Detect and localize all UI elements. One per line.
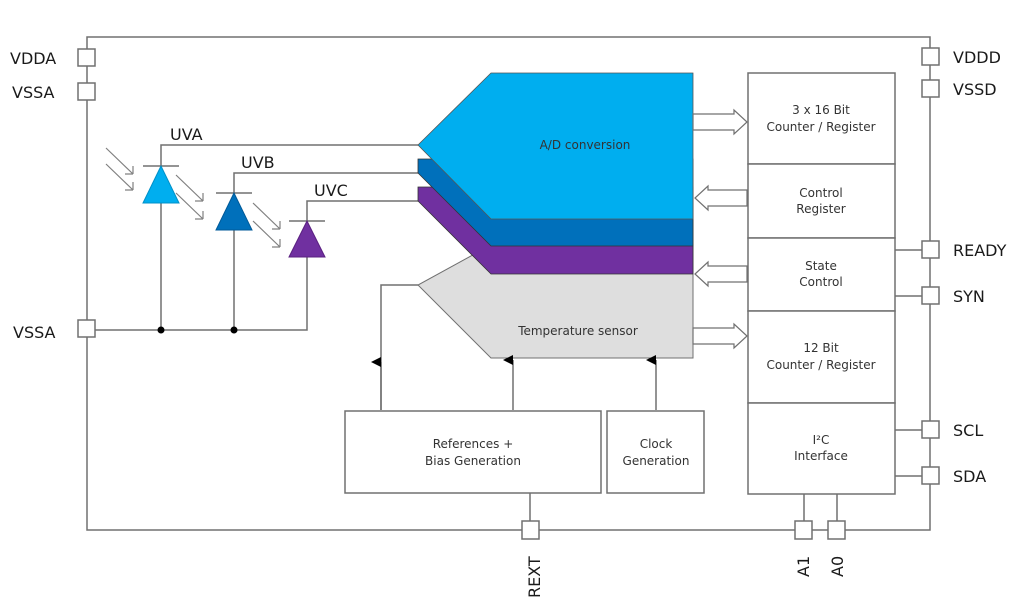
signal-label-uva: UVA [170,125,203,144]
adc-layer-uva [417,72,694,220]
pad-vssa-top [77,82,96,101]
pin-label-vdda: VDDA [10,49,56,68]
junction-dot [230,326,238,334]
bus-arrow-adc-to-counter [692,108,748,136]
pin-label-a1: A1 [794,556,813,577]
i2c-interface-label-1: I²C [813,433,830,447]
pin-label-vssa-top: VSSA [12,83,55,102]
counter-12-block [747,310,896,404]
pad-vssd [921,79,940,98]
pad-ready [921,240,940,259]
pin-label-scl: SCL [953,421,983,440]
wire-temp-ref [380,284,418,410]
pin-label-vddd: VDDD [953,48,1001,67]
state-control-label-1: State [805,259,837,273]
pin-label-rext: REXT [525,556,544,598]
clock-generation-block [606,410,705,494]
pad-vddd [921,47,940,66]
pad-vssa-mid [77,319,96,338]
pad-syn [921,286,940,305]
light-rays-icon [105,147,281,248]
control-register-block [747,163,896,239]
temperature-sensor-label: Temperature sensor [517,324,638,338]
pin-label-ready: READY [953,241,1007,260]
pin-label-vssd: VSSD [953,80,997,99]
wire-uvc [306,200,418,245]
control-register-label-1: Control [799,186,842,200]
photodiode-uva [142,164,180,204]
references-bias-label-1: References + [433,437,514,451]
photodiode-uvb [215,191,253,231]
chip-outline [86,36,931,531]
references-bias-block [344,410,602,494]
clock-generation-label-2: Generation [623,454,690,468]
counter-3x16-label-2: Counter / Register [766,120,875,134]
state-control-label-2: Control [799,275,842,289]
pad-a1 [794,520,813,540]
wire-vssa-bus [95,245,308,331]
pad-rext [521,520,540,540]
wire-uvb [233,172,418,330]
bus-arrow-temp-to-counter [692,322,748,350]
counter-3x16-block [747,72,896,165]
i2c-interface-label-2: Interface [794,449,848,463]
bus-arrow-control-to-adc [694,184,748,212]
pad-sda [921,466,940,485]
pin-label-a0: A0 [828,556,847,577]
references-bias-label-2: Bias Generation [425,454,521,468]
signal-label-uvb: UVB [241,153,275,172]
clock-generation-label-1: Clock [640,437,673,451]
pad-scl [921,420,940,439]
bus-arrow-state-to-adc [694,260,748,288]
counter-12-label-1: 12 Bit [803,341,839,355]
state-control-block [747,237,896,312]
control-register-label-2: Register [796,202,845,216]
counter-12-label-2: Counter / Register [766,358,875,372]
ad-conversion-label: A/D conversion [540,138,631,152]
junction-dot [157,326,165,334]
signal-label-uvc: UVC [314,181,348,200]
counter-3x16-label-1: 3 x 16 Bit [792,103,850,117]
i2c-interface-block [747,402,896,495]
pad-a0 [827,520,846,540]
pad-vdda [77,48,96,67]
photodiode-uvc [288,219,326,258]
pin-label-syn: SYN [953,287,985,306]
pin-label-vssa-mid: VSSA [13,323,56,342]
wire-uva [160,144,418,330]
pin-label-sda: SDA [953,467,986,486]
